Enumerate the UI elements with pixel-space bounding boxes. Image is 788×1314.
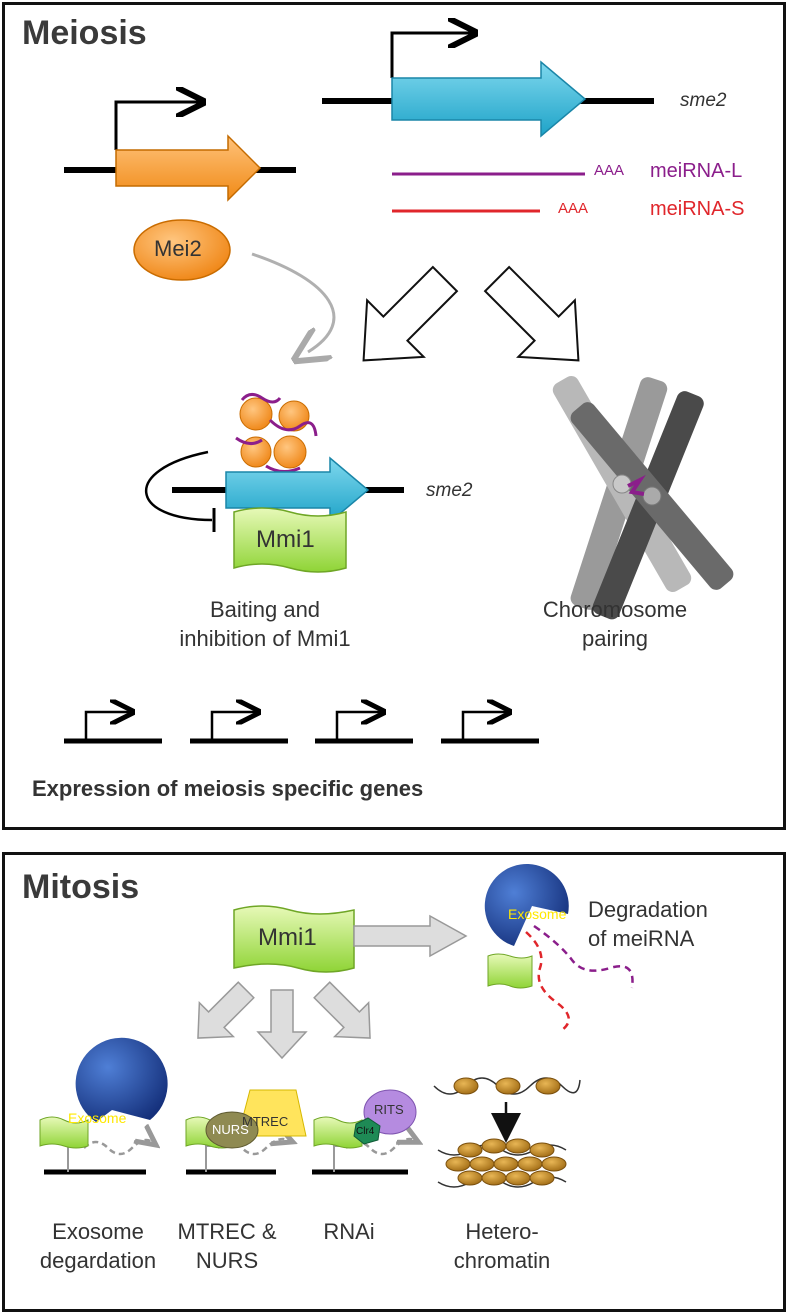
caption-heterochromatin: Hetero-chromatin xyxy=(453,1219,551,1273)
sme2-gene-top xyxy=(322,33,654,138)
pathway-rnai-graphic xyxy=(312,1089,416,1175)
meiosis-gene-promoters xyxy=(64,712,539,744)
heterochromatin-graphic xyxy=(433,1077,581,1188)
meiRNA-L-label: meiRNA-L xyxy=(650,160,743,182)
caption-exosome: Exosome degardation xyxy=(39,1219,157,1273)
mmi1-label-mitosis: Mmi1 xyxy=(258,924,317,951)
sme2-gene-mid xyxy=(144,450,404,532)
expression-caption: Expression of meiosis specific genes xyxy=(32,776,424,801)
chromosome-caption: Choromosome pairing xyxy=(542,597,688,651)
sme2-label-top: sme2 xyxy=(680,90,727,111)
baiting-caption: Baiting and inhibition of Mmi1 xyxy=(179,597,351,651)
meiRNA-S-polyA: AAA xyxy=(558,200,589,217)
mmi1-box-mitosis xyxy=(233,905,355,973)
mmi1-label-meiosis: Mmi1 xyxy=(256,526,315,553)
meiRNA-L-polyA: AAA xyxy=(594,162,625,179)
nurs-label: NURS xyxy=(212,1122,249,1137)
hollow-arrow-to-degradation xyxy=(353,914,468,958)
hollow-arrow-right xyxy=(483,265,580,362)
mitosis-panel xyxy=(2,852,786,1312)
caption-mtrec: MTREC & NURS xyxy=(177,1219,277,1273)
chromosome-pair-graphic xyxy=(552,376,734,620)
pathway-exosome-graphic xyxy=(39,1037,168,1175)
mitosis-pathway-arrows xyxy=(197,981,371,1060)
pathway-mtrec-graphic xyxy=(185,1089,307,1175)
exosome-degradation-graphic xyxy=(484,863,634,1031)
caption-rnai: RNAi xyxy=(323,1219,375,1244)
mei2-label: Mei2 xyxy=(154,236,202,261)
hollow-arrow-left xyxy=(362,265,459,362)
mei2-gene xyxy=(64,102,296,202)
sme2-label-mid: sme2 xyxy=(426,480,473,501)
exosome-label-top: Exosome xyxy=(508,906,567,922)
mei2-binding-arrow xyxy=(251,252,336,352)
mmi1-box-meiosis xyxy=(233,507,347,573)
mei2-protein xyxy=(133,219,231,281)
meiosis-title: Meiosis xyxy=(22,14,147,52)
mei2-meiRNA-complex xyxy=(235,393,318,473)
meiRNA-S-label: meiRNA-S xyxy=(650,198,745,220)
mtrec-label: MTREC xyxy=(242,1114,289,1129)
rits-label: RITS xyxy=(374,1102,404,1117)
exosome-label-pathway: Exosome xyxy=(68,1110,127,1126)
mitosis-title: Mitosis xyxy=(22,868,140,906)
degradation-caption: Degradation of meiRNA xyxy=(588,897,708,951)
clr4-label: Clr4 xyxy=(356,1126,375,1137)
